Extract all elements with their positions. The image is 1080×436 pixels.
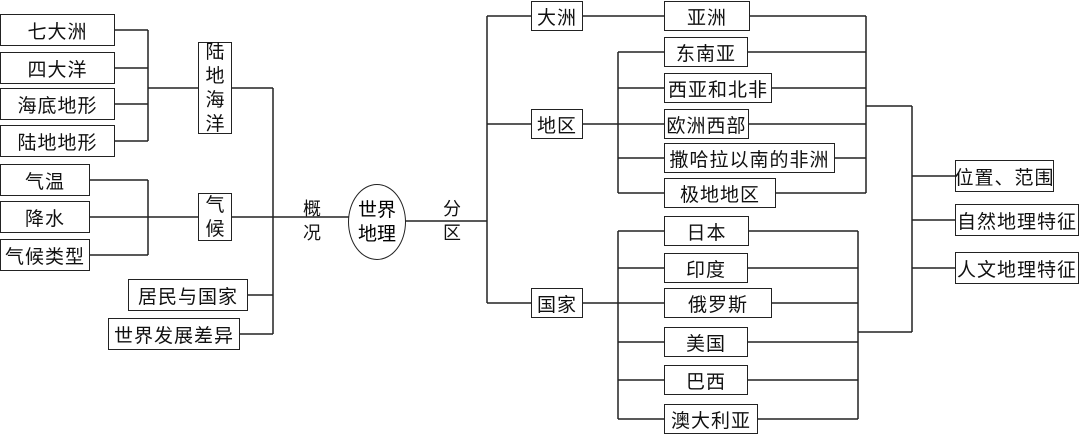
item-residents-countries: 居民与国家: [128, 279, 248, 311]
item-four-oceans: 四大洋: [0, 52, 115, 84]
item-seven-continents: 七大洲: [0, 14, 115, 46]
category-area: 地区: [531, 109, 583, 139]
category-continent: 大洲: [531, 1, 583, 31]
item-temperature: 气温: [0, 164, 90, 196]
aspect-human-geography: 人文地理特征: [955, 252, 1079, 284]
item-precipitation: 降水: [0, 201, 90, 233]
country-india: 印度: [664, 253, 748, 283]
item-development-difference: 世界发展差异: [108, 318, 240, 350]
region-western-europe: 欧洲西部: [664, 109, 749, 139]
country-brazil: 巴西: [664, 365, 748, 395]
region-polar: 极地地区: [664, 178, 776, 208]
region-west-asia-north-africa: 西亚和北非: [664, 73, 772, 103]
item-climate-types: 气候类型: [0, 239, 90, 271]
region-asia: 亚洲: [664, 1, 750, 31]
item-seafloor-landforms: 海底地形: [0, 88, 115, 120]
group-land-sea: 陆 地 海 洋: [198, 41, 232, 135]
country-russia: 俄罗斯: [664, 288, 772, 318]
label-overview: 概 况: [303, 199, 321, 244]
item-land-landforms: 陆地地形: [0, 125, 115, 157]
aspect-location-range: 位置、范围: [955, 160, 1054, 192]
region-sub-saharan-africa: 撒哈拉以南的非洲: [664, 143, 835, 173]
category-country: 国家: [531, 288, 583, 318]
group-climate: 气 候: [198, 193, 232, 241]
label-regions: 分 区: [443, 199, 461, 244]
region-southeast-asia: 东南亚: [664, 37, 748, 67]
country-usa: 美国: [664, 327, 748, 357]
country-australia: 澳大利亚: [664, 404, 758, 434]
aspect-physical-geography: 自然地理特征: [955, 204, 1079, 236]
country-japan: 日本: [664, 216, 749, 246]
center-world-geography: 世界 地理: [348, 184, 406, 260]
